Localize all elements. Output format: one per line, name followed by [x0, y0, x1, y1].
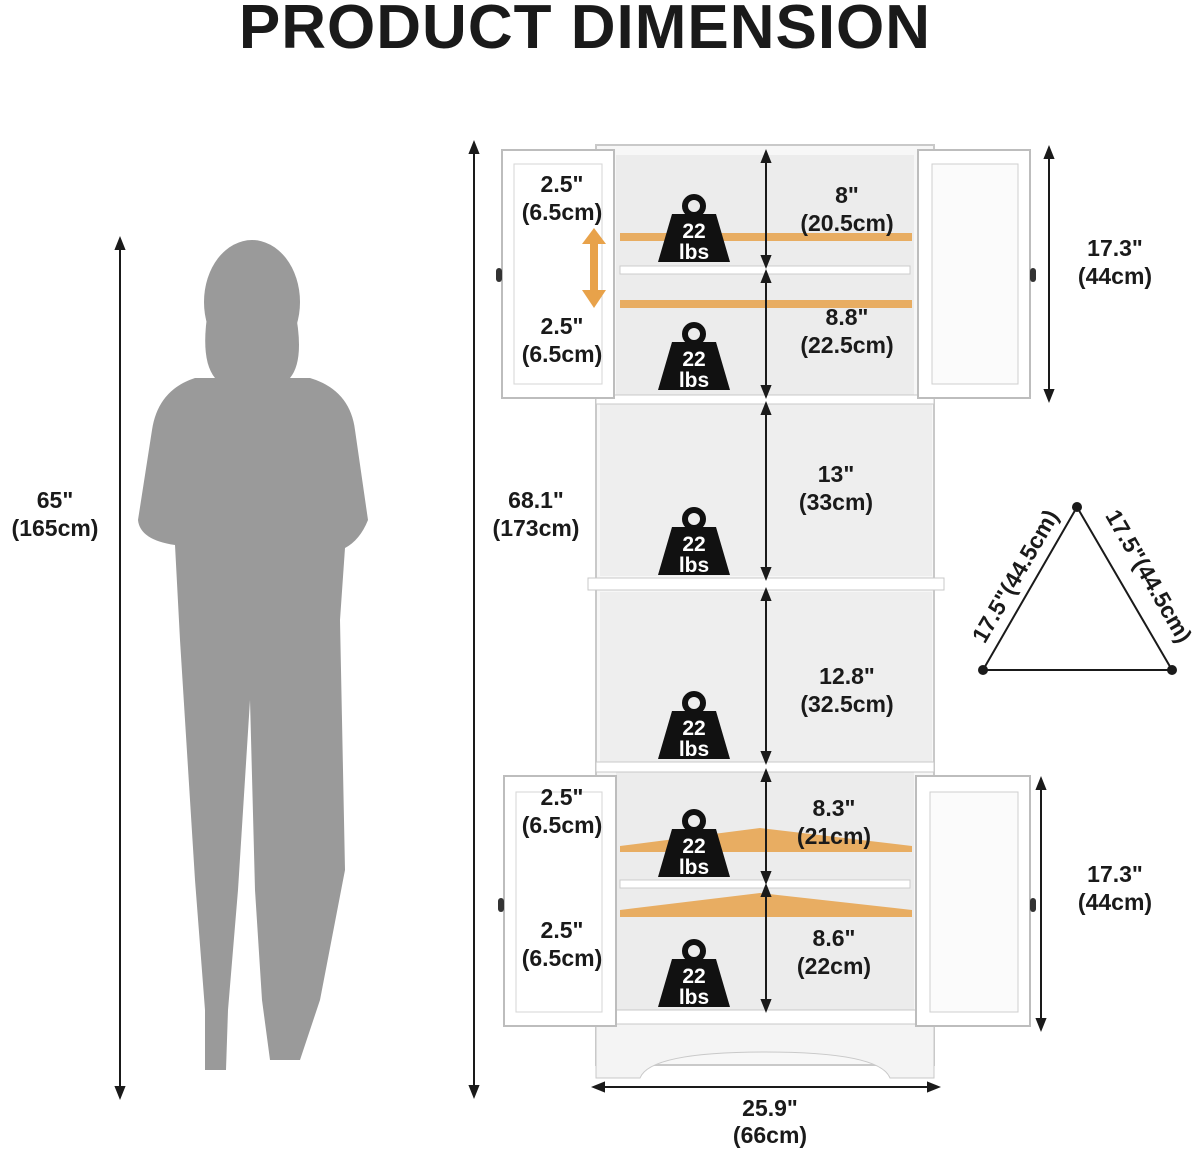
upper-shelf2-cm: (22.5cm) [800, 332, 893, 358]
person-height-cm: (165cm) [12, 515, 99, 541]
weight-value: 22 [682, 717, 705, 740]
cabinet-width-cm: (66cm) [733, 1122, 807, 1148]
lower-adjust-top-in: 2.5" [541, 784, 584, 810]
lower-shelf1-cm: (21cm) [797, 823, 871, 849]
weight-unit: lbs [679, 554, 709, 577]
upper-shelf1-in: 8" [835, 182, 859, 208]
weight-value: 22 [682, 965, 705, 988]
weight-unit: lbs [679, 241, 709, 264]
lower-shelf1-in: 8.3" [813, 795, 856, 821]
upper-shelf1-cm: (20.5cm) [800, 210, 893, 236]
footprint-triangle [978, 502, 1177, 675]
lower-adjust-bottom-in: 2.5" [541, 917, 584, 943]
cabinet-height-in: 68.1" [508, 487, 564, 513]
open-shelf1-cm: (33cm) [799, 489, 873, 515]
person-height-in: 65" [37, 487, 74, 513]
cabinet-height-cm: (173cm) [493, 515, 580, 541]
weight-unit: lbs [679, 986, 709, 1009]
upper-height-in: 17.3" [1087, 235, 1143, 261]
weight-value: 22 [682, 348, 705, 371]
lower-shelf2-cm: (22cm) [797, 953, 871, 979]
weight-value: 22 [682, 533, 705, 556]
person-silhouette [138, 240, 368, 1070]
lower-right-door [915, 775, 1036, 1027]
open-shelf1-in: 13" [818, 461, 855, 487]
weight-unit: lbs [679, 856, 709, 879]
lower-shelf2-in: 8.6" [813, 925, 856, 951]
upper-adjust-bottom-cm: (6.5cm) [522, 341, 603, 367]
triangle-right-side: 17.5"(44.5cm) [1100, 505, 1197, 647]
open-shelf2-in: 12.8" [819, 663, 875, 689]
upper-adjust-top-cm: (6.5cm) [522, 199, 603, 225]
lower-adjust-bottom-cm: (6.5cm) [522, 945, 603, 971]
cabinet-width-in: 25.9" [742, 1095, 798, 1121]
upper-adjust-bottom-in: 2.5" [541, 313, 584, 339]
lower-height-in: 17.3" [1087, 861, 1143, 887]
weight-value: 22 [682, 220, 705, 243]
lower-adjust-top-cm: (6.5cm) [522, 812, 603, 838]
weight-unit: lbs [679, 738, 709, 761]
upper-shelf2-in: 8.8" [826, 304, 869, 330]
page-title: PRODUCT DIMENSION [238, 0, 932, 62]
upper-right-door [917, 149, 1036, 399]
triangle-left-side: 17.5"(44.5cm) [967, 505, 1064, 647]
lower-height-cm: (44cm) [1078, 889, 1152, 915]
weight-unit: lbs [679, 369, 709, 392]
double-arrow-icon [582, 228, 606, 308]
upper-height-cm: (44cm) [1078, 263, 1152, 289]
weight-value: 22 [682, 835, 705, 858]
lower-left-door [498, 775, 617, 1027]
open-shelf2-cm: (32.5cm) [800, 691, 893, 717]
upper-adjust-top-in: 2.5" [541, 171, 584, 197]
